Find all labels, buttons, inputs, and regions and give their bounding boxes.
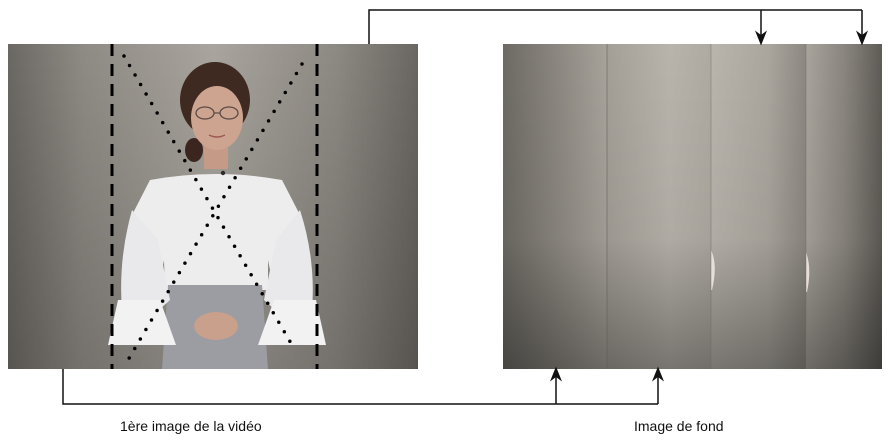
- first-frame-photo: [8, 44, 418, 369]
- top-connector: [368, 9, 868, 46]
- background-image-photo: [503, 44, 882, 369]
- person-figure: [108, 62, 326, 369]
- caption-first-frame: 1ère image de la vidéo: [120, 418, 262, 434]
- dotted-diagonal-2: [126, 62, 304, 362]
- bottom-connector: [62, 366, 664, 405]
- dotted-diagonal-1: [122, 54, 294, 347]
- caption-background-image: Image de fond: [634, 418, 724, 434]
